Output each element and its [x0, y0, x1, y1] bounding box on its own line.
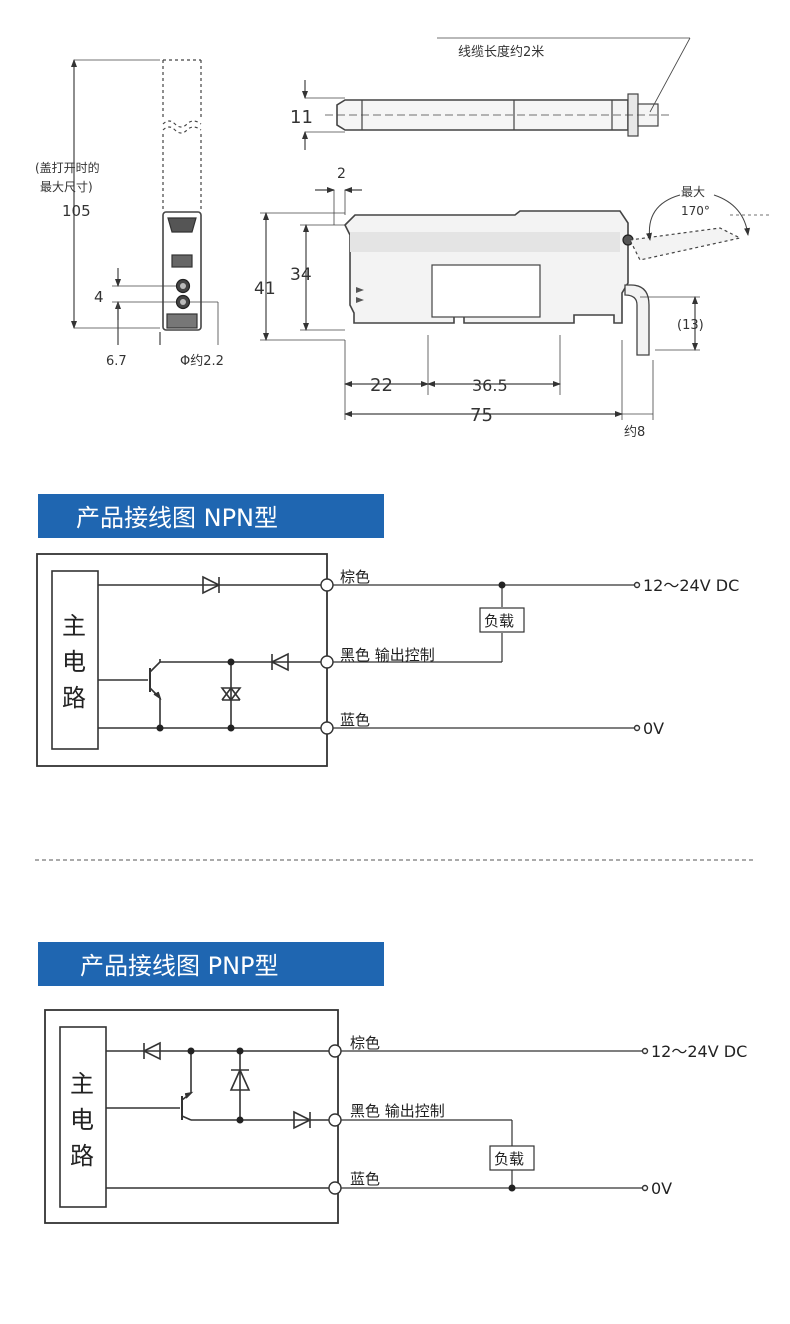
npn-zero-label: 0V	[643, 719, 664, 738]
pnp-blue-label: 蓝色	[350, 1170, 380, 1188]
npn-junctions	[156, 581, 506, 732]
npn-section: 产品接线图 NPN型	[36, 494, 739, 767]
npn-title: 产品接线图 NPN型	[76, 504, 278, 532]
dim-22: 22	[370, 375, 393, 396]
dim-105: 105	[62, 202, 91, 220]
dim-2: 2	[337, 166, 346, 182]
dim-phi: Φ约2.2	[180, 354, 224, 369]
dim-34: 34	[290, 265, 312, 285]
pnp-main-circuit-1: 主	[70, 1070, 94, 1098]
pnp-circuit	[44, 1009, 645, 1224]
dim-4: 4	[94, 288, 104, 306]
front-view	[71, 59, 219, 345]
dim-36-5: 36.5	[472, 376, 508, 395]
dim-6-7: 6.7	[106, 354, 127, 369]
lid-open-line2: 最大尺寸)	[40, 180, 93, 194]
pnp-terminals	[328, 1044, 649, 1195]
pnp-section: 产品接线图 PNP型	[38, 942, 747, 1224]
dim-11: 11	[290, 107, 313, 128]
pnp-main-circuit-3: 路	[70, 1142, 94, 1170]
npn-brown-label: 棕色	[340, 568, 370, 586]
dim-8: 约8	[624, 425, 645, 440]
dim-41: 41	[254, 279, 276, 299]
npn-load-label: 负载	[484, 612, 514, 630]
pnp-black-label: 黑色 输出控制	[350, 1102, 445, 1120]
npn-main-circuit-3: 路	[62, 684, 86, 712]
npn-title-banner	[38, 494, 384, 538]
dim-75: 75	[470, 405, 493, 426]
pnp-main-circuit-2: 电	[70, 1106, 94, 1134]
side-view	[260, 187, 770, 420]
npn-black-label: 黑色 输出控制	[340, 646, 435, 664]
dimension-drawing	[71, 37, 770, 420]
npn-blue-label: 蓝色	[340, 711, 370, 729]
cable-length-label: 线缆长度约2米	[458, 44, 544, 60]
pnp-title-banner	[38, 942, 384, 986]
dimension-labels: 线缆长度约2米 11 2 最大 170° (盖打开时的 最大尺寸) 105 41…	[35, 44, 710, 440]
pnp-load-label: 负载	[494, 1150, 524, 1168]
pnp-zero-label: 0V	[651, 1179, 672, 1198]
max-angle-label: 最大	[681, 185, 705, 199]
top-view	[302, 37, 691, 150]
pnp-brown-label: 棕色	[350, 1034, 380, 1052]
npn-supply-label: 12～24V DC	[643, 576, 739, 595]
pnp-junctions	[187, 1047, 516, 1192]
pnp-title: 产品接线图 PNP型	[80, 952, 279, 980]
npn-main-circuit-2: 电	[62, 648, 86, 676]
npn-main-circuit-1: 主	[62, 612, 86, 640]
lid-open-line1: (盖打开时的	[35, 160, 100, 175]
dim-13: (13)	[677, 318, 704, 333]
npn-circuit	[36, 553, 638, 767]
npn-terminals	[320, 578, 641, 735]
pnp-supply-label: 12～24V DC	[651, 1042, 747, 1061]
max-angle-value: 170°	[681, 204, 710, 218]
